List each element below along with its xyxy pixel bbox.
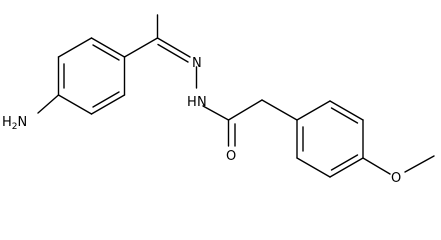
ring-a-bond — [57, 37, 93, 58]
amine-n-label: N — [18, 115, 28, 130]
ring-b-bond — [329, 100, 364, 121]
aminophenyl-ring — [57, 37, 126, 115]
ring-to-imine-carbon-bond — [123, 37, 159, 58]
ring-a-double-bond — [92, 44, 120, 61]
ether-o-label: O — [391, 171, 401, 186]
amine-bond — [37, 94, 60, 114]
methoxy-methyl-bond — [404, 155, 435, 173]
ring-a-bond — [90, 37, 126, 58]
methoxyphenyl-ring — [296, 100, 364, 178]
ring-b-double-bond — [330, 154, 359, 171]
ring-a-double-bond — [92, 91, 120, 108]
chemical-structure-diagram: H2N N N H O O — [2, 14, 435, 186]
ether-bond — [362, 157, 391, 175]
amine-h-label: H — [2, 115, 12, 130]
ring-a-bond — [57, 94, 93, 115]
ch2-to-ring-bond — [261, 99, 298, 121]
hydrazide-h-label: H — [187, 95, 197, 110]
carbonyl-to-ch2-bond — [227, 99, 263, 121]
amide-n-c-bond — [202, 105, 230, 121]
hydrazide-n-label: N — [197, 95, 207, 110]
amine-label: H2N — [2, 115, 27, 132]
imine-double-bond — [156, 37, 191, 58]
ring-a-bond — [90, 94, 126, 115]
amine-h-count-label: 2 — [12, 122, 18, 132]
ring-b-bond — [296, 157, 331, 178]
ring-b-double-bond — [330, 107, 359, 124]
ring-b-bond — [296, 100, 331, 121]
ring-b-bond — [329, 157, 364, 178]
hydrazone-n-label: N — [192, 56, 202, 71]
carbonyl-o-label: O — [226, 149, 236, 164]
imine-double-bond-inner — [157, 43, 189, 63]
